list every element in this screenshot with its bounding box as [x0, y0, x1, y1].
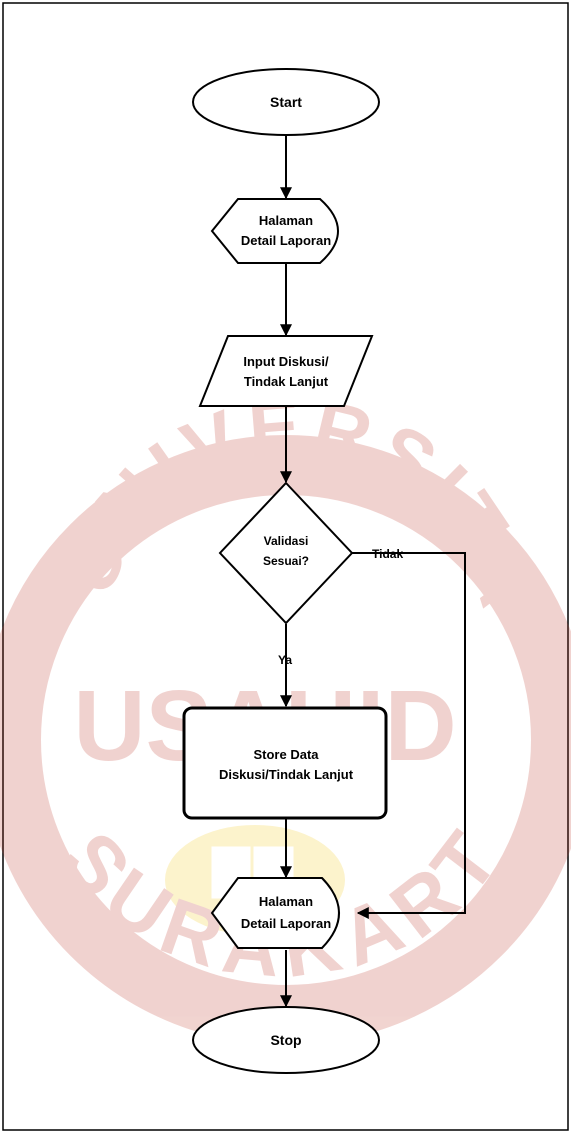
- input-parallelogram: Input Diskusi/ Tindak Lanjut: [198, 335, 374, 407]
- process-line-1: Store Data: [253, 747, 319, 762]
- display-1-line-2: Detail Laporan: [241, 233, 331, 248]
- decision-line-2: Sesuai?: [263, 554, 309, 568]
- stop-terminal: Stop: [192, 1006, 380, 1074]
- label-no: Tidak: [372, 547, 403, 561]
- decision-diamond: Validasi Sesuai?: [218, 481, 354, 625]
- label-yes: Ya: [278, 653, 292, 667]
- connectors: [280, 134, 466, 1008]
- input-line-2: Tindak Lanjut: [244, 374, 329, 389]
- stop-label: Stop: [270, 1032, 301, 1048]
- display-2-line-2: Detail Laporan: [241, 916, 331, 931]
- display-1-line-1: Halaman: [259, 213, 313, 228]
- start-terminal: Start: [192, 68, 380, 136]
- decision-line-1: Validasi: [264, 534, 309, 548]
- input-line-1: Input Diskusi/: [243, 354, 329, 369]
- start-label: Start: [270, 94, 302, 110]
- display-detail-laporan-1: Halaman Detail Laporan: [210, 198, 339, 264]
- connector-decision-no: [352, 552, 466, 919]
- process-line-2: Diskusi/Tindak Lanjut: [219, 767, 354, 782]
- display-detail-laporan-2: Halaman Detail Laporan: [210, 877, 340, 949]
- display-2-line-1: Halaman: [259, 894, 313, 909]
- process-store-data: Store Data Diskusi/Tindak Lanjut: [182, 706, 388, 820]
